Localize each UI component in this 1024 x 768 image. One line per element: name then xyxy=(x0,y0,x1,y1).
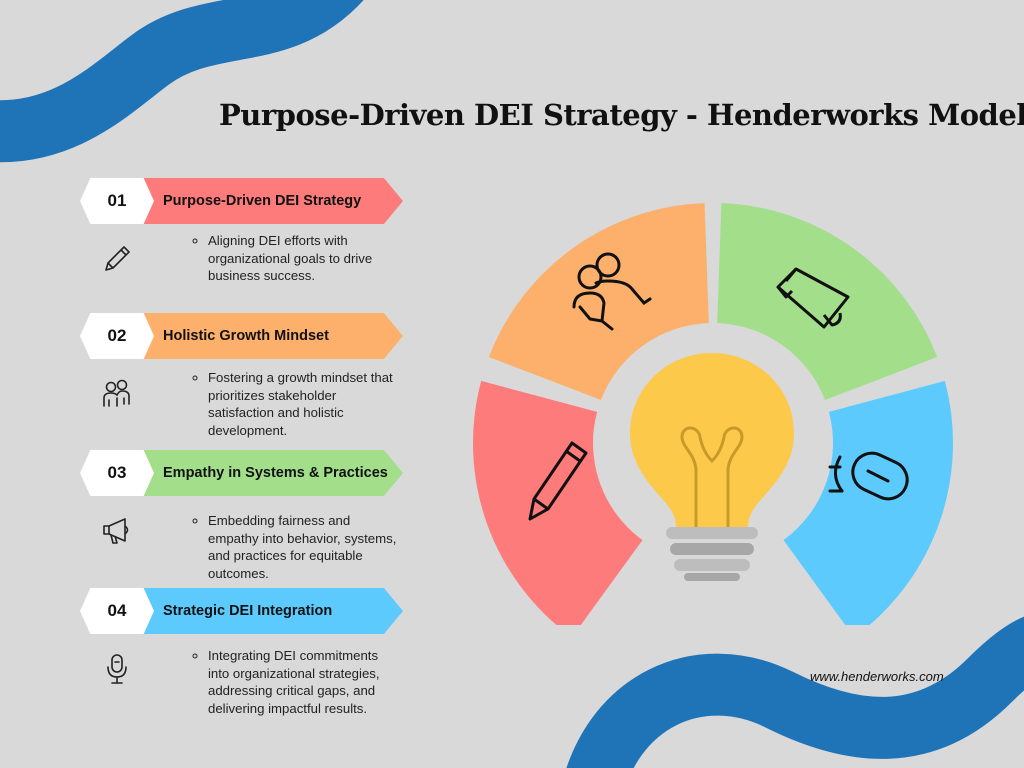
step-03-description: Embedding fairness and empathy into beha… xyxy=(190,512,400,582)
step-03-ribbon xyxy=(130,450,403,496)
step-04-text: Integrating DEI commitments into organiz… xyxy=(208,647,400,717)
step-03-text: Embedding fairness and empathy into beha… xyxy=(208,512,400,582)
step-01-header: 01 Purpose-Driven DEI Strategy xyxy=(80,178,405,224)
step-04-header: 04 Strategic DEI Integration xyxy=(80,588,405,634)
people-icon xyxy=(103,379,130,407)
wheel-people-icon xyxy=(572,252,652,331)
page-title: Purpose-Driven DEI Strategy - Henderwork… xyxy=(219,98,1024,132)
step-02-number: 02 xyxy=(80,313,154,359)
wheel-megaphone-icon xyxy=(776,267,850,329)
step-01-description: Aligning DEI efforts with organizational… xyxy=(190,232,400,285)
megaphone-icon xyxy=(103,518,129,544)
step-04-description: Integrating DEI commitments into organiz… xyxy=(190,647,400,717)
step-04-number: 04 xyxy=(80,588,154,634)
website-url: www.henderworks.com xyxy=(810,669,944,684)
wheel-segment-orange xyxy=(483,198,714,405)
step-02-header: 02 Holistic Growth Mindset xyxy=(80,313,405,359)
step-03-title: Empathy in Systems & Practices xyxy=(163,465,388,481)
lightbulb-icon xyxy=(630,353,794,581)
dei-wheel-diagram xyxy=(470,198,958,625)
top-left-wave xyxy=(0,0,364,163)
pencil-icon xyxy=(105,246,130,271)
microphone-icon xyxy=(107,654,127,684)
step-02-title: Holistic Growth Mindset xyxy=(163,328,329,344)
step-01-ribbon xyxy=(130,178,403,224)
wheel-pencil-icon xyxy=(528,441,588,521)
step-01-number: 01 xyxy=(80,178,154,224)
step-01-text: Aligning DEI efforts with organizational… xyxy=(208,232,400,285)
wheel-segment-blue xyxy=(778,375,958,625)
step-02-text: Fostering a growth mindset that prioriti… xyxy=(208,369,400,439)
step-03-header: 03 Empathy in Systems & Practices xyxy=(80,450,405,496)
step-03-number: 03 xyxy=(80,450,154,496)
step-02-ribbon xyxy=(130,313,403,359)
wheel-microphone-icon xyxy=(828,451,909,501)
wheel-segment-green xyxy=(712,198,943,405)
step-02-description: Fostering a growth mindset that prioriti… xyxy=(190,369,400,439)
bottom-right-wave xyxy=(566,617,1024,768)
step-04-ribbon xyxy=(130,588,403,634)
step-04-title: Strategic DEI Integration xyxy=(163,603,333,619)
step-01-title: Purpose-Driven DEI Strategy xyxy=(163,193,362,209)
wheel-segment-red xyxy=(470,375,648,625)
